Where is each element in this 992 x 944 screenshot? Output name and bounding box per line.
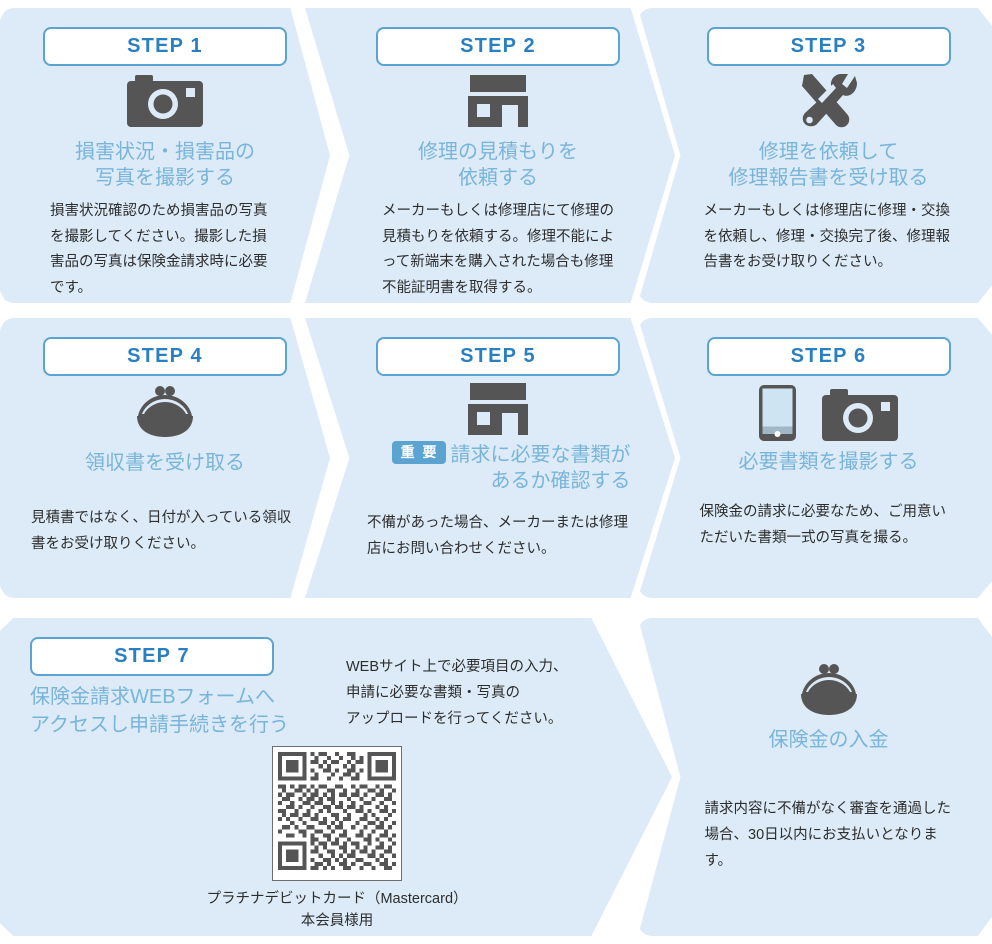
step-icons-5 (468, 383, 528, 435)
step-heading-row: 重 要請求に必要な書類が (366, 441, 631, 468)
step-body-3: メーカーもしくは修理店に修理・交換を依頼し、修理・交換完了後、修理報告書をお受け… (703, 202, 951, 271)
step-badge-1: STEP 1 (43, 27, 287, 66)
final-body: 請求内容に不備がなく審査を通過した場合、30日以内にお支払いとなります。 (704, 801, 952, 869)
step7-body-line: アップロードを行ってください。 (346, 710, 563, 727)
qr-code-image (278, 752, 396, 870)
step-heading-1: 損害状況・損害品の 写真を撮影する (75, 139, 255, 192)
step-heading-5: 重 要請求に必要な書類が あるか確認する (366, 441, 631, 495)
step7-body-line: 申請に必要な書類・写真の (346, 684, 520, 701)
step-heading-line: 領収書を受け取る (85, 452, 245, 474)
store-icon (468, 75, 528, 127)
step-body-4: 見積書ではなく、日付が入っている領収書をお受け取りください。 (31, 510, 292, 553)
step-icons-1 (127, 75, 203, 127)
step-badge-3: STEP 3 (706, 27, 951, 66)
step-card-5: STEP 5 重 要請求に必要な書類が あるか確認する 不備があった場合、メーカ… (305, 318, 675, 598)
step-badge-4: STEP 4 (43, 337, 287, 376)
purse-icon (800, 664, 857, 715)
store-icon (468, 383, 528, 435)
qr-caption-line: プラチナデビットカード（Mastercard） (206, 891, 468, 907)
step-badge-5: STEP 5 (376, 337, 620, 376)
tools-icon (801, 74, 857, 128)
purse-icon (137, 386, 193, 437)
step-card-1: STEP 1 損害状況・損害品の 写真を撮影する 損害状況確認のため損害品の写真… (0, 8, 330, 303)
step7-heading: 保険金請求WEBフォームへ アクセスし申請手続きを行う (30, 683, 289, 740)
step-card-6: STEP 6 必要書類を撮影する 保険金の請求 (638, 318, 992, 598)
step-heading-line: アクセスし申請手続きを行う (30, 714, 289, 737)
smartphone-icon (759, 385, 796, 441)
qr-caption-line: 本会員様用 (300, 913, 374, 930)
step7-body: WEBサイト上で必要項目の入力、 申請に必要な書類・写真の アップロードを行って… (346, 655, 626, 732)
step-badge-2: STEP 2 (376, 27, 620, 66)
step-heading-2: 修理の見積もりを 依頼する (418, 139, 578, 192)
step-heading-3: 修理を依頼して 修理報告書を受け取る (729, 139, 929, 192)
step-badge-7: STEP 7 (30, 637, 274, 676)
step-heading-line: 修理を依頼して (758, 141, 899, 163)
step-card-4: STEP 4 領収書を受け取る 見積書ではなく、日付が入っている領収書をお受け取… (0, 318, 330, 598)
step-card-2: STEP 2 修理の見積もりを 依頼する メーカーもしくは修理店にて修理の見積も… (305, 8, 675, 303)
qr-code[interactable] (272, 746, 402, 881)
step-heading-line: 必要書類を撮影する (738, 451, 919, 473)
step-card-7: STEP 7 保険金請求WEBフォームへ アクセスし申請手続きを行う WEBサイ… (0, 618, 672, 936)
final-heading-line: 保険金の入金 (768, 729, 889, 751)
step-body-6: 保険金の請求に必要なため、ご用意いただいた書類一式の写真を撮る。 (699, 504, 947, 547)
camera-icon (127, 75, 203, 127)
step-icons-2 (468, 75, 528, 127)
qr-block: プラチナデビットカード（Mastercard） 本会員様用 (182, 746, 492, 933)
camera-icon (822, 389, 898, 441)
step-heading-line: 写真を撮影する (95, 167, 235, 190)
step-icons-3 (799, 74, 859, 128)
step-badge-6: STEP 6 (706, 337, 951, 376)
step-icons-4 (134, 386, 196, 438)
step7-body-line: WEBサイト上で必要項目の入力、 (346, 659, 568, 675)
step-heading-4: 領収書を受け取る (85, 450, 245, 476)
step-heading-6: 必要書類を撮影する (739, 449, 919, 475)
step-body-2: メーカーもしくは修理店にて修理の見積もりを依頼する。修理不能によって新端末を購入… (382, 202, 614, 297)
step-heading-line: 依頼する (458, 167, 538, 190)
step-heading-line: あるか確認する (490, 470, 631, 493)
important-badge: 重 要 (391, 441, 446, 465)
step-heading-line: 保険金請求WEBフォームへ (30, 686, 275, 708)
step-heading-line: 修理の見積もりを (418, 141, 578, 163)
qr-caption: プラチナデビットカード（Mastercard） 本会員様用 (206, 888, 467, 933)
final-heading: 保険金の入金 (769, 727, 889, 753)
final-icons (798, 660, 860, 716)
step-body-5: 不備があった場合、メーカーまたは修理店にお問い合わせください。 (367, 514, 628, 557)
step-heading-line: 損害状況・損害品の (75, 141, 255, 163)
step-icons-6 (759, 385, 898, 441)
step-body-1: 損害状況確認のため損害品の写真を撮影してください。撮影した損害品の写真は保険金請… (50, 202, 268, 297)
final-card-payment: 保険金の入金 請求内容に不備がなく審査を通過した場合、30日以内にお支払いとなり… (638, 618, 992, 936)
step-card-3: STEP 3 修理を依頼して 修理報告書を受け取る メーカーもしくは修理店に修理… (638, 8, 992, 303)
step-heading-line: 請求に必要な書類が (450, 444, 631, 466)
step-heading-line: 修理報告書を受け取る (728, 167, 929, 190)
